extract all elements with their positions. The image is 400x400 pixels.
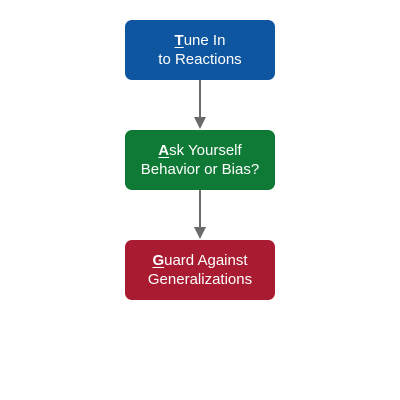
- arrow-ask-to-guard: [194, 190, 206, 239]
- step-guard-against-subtitle: Generalizations: [147, 271, 253, 288]
- step-guard-against-title: Guard Against: [152, 251, 247, 270]
- step-tune-in-title: Tune In: [175, 31, 226, 50]
- step-guard-against-initial: G: [152, 252, 165, 269]
- step-guard-against-node: Guard Against Generalizations: [125, 240, 275, 300]
- step-tune-in-initial: T: [174, 32, 184, 49]
- step-tune-in-subtitle: to Reactions: [158, 51, 242, 68]
- step-guard-against-title-rest: uard Against: [164, 252, 248, 269]
- arrow-tune-to-ask: [194, 80, 206, 129]
- step-tune-in-node: Tune In to Reactions: [125, 20, 275, 80]
- step-ask-yourself-subtitle: Behavior or Bias?: [140, 161, 260, 178]
- step-ask-yourself-node: Ask Yourself Behavior or Bias?: [125, 130, 275, 190]
- step-tune-in-title-rest: une In: [183, 32, 226, 49]
- step-ask-yourself-title-rest: sk Yourself: [169, 142, 242, 159]
- step-ask-yourself-initial: A: [158, 142, 170, 159]
- step-ask-yourself-title: Ask Yourself: [158, 141, 241, 160]
